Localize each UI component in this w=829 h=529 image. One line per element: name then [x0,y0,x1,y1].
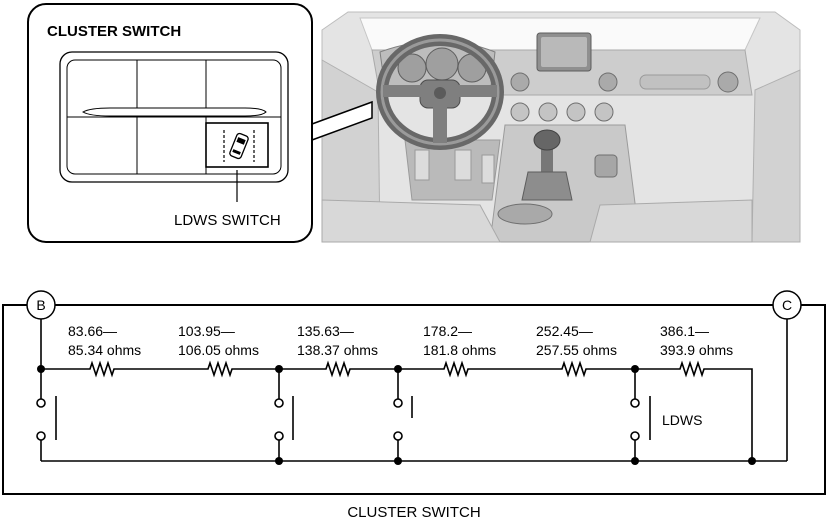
inset-title: CLUSTER SWITCH [47,23,181,40]
terminal-b [26,290,56,320]
resistor-2-range: 103.95— [178,323,235,339]
diagram-caption: CLUSTER SWITCH [347,504,480,521]
switch-branch-ldws [630,369,651,461]
resistor-chain [41,360,753,461]
cluster-panel [59,51,289,183]
circuit-diagram [2,290,826,495]
ldws-switch-label: LDWS [662,412,702,428]
resistor-3-value: 138.37 ohms [297,342,378,358]
terminal-c [772,290,802,320]
resistor-6-value: 393.9 ohms [660,342,733,358]
dashboard-illustration [321,11,801,243]
resistor-5-value: 257.55 ohms [536,342,617,358]
cluster-switch-inset: CLUSTER SWITCH LDWS SWITCH [27,3,373,243]
junction-dots [37,365,756,465]
resistor-4-value: 181.8 ohms [423,342,496,358]
ldws-switch-button[interactable] [205,122,269,168]
resistor-2-value: 106.05 ohms [178,342,259,358]
ldws-car-icon [223,130,255,162]
resistor-4-range: 178.2— [423,323,472,339]
terminal-c-label: C [782,297,792,313]
switch-branch-3 [393,369,413,461]
resistor-1-range: 83.66— [68,323,117,339]
trim-strip [81,107,267,117]
resistor-6-range: 386.1— [660,323,709,339]
resistor-3-range: 135.63— [297,323,354,339]
switch-branch-1 [36,319,57,461]
resistor-5-range: 252.45— [536,323,593,339]
ldws-switch-callout: LDWS SWITCH [174,212,281,229]
circuit-labels: B C 83.66— 85.34 ohms 103.95— 106.05 ohm… [36,297,792,428]
terminal-b-label: B [36,297,45,313]
switch-branch-2 [274,369,294,461]
circuit-frame [2,304,826,495]
resistor-1-value: 85.34 ohms [68,342,141,358]
